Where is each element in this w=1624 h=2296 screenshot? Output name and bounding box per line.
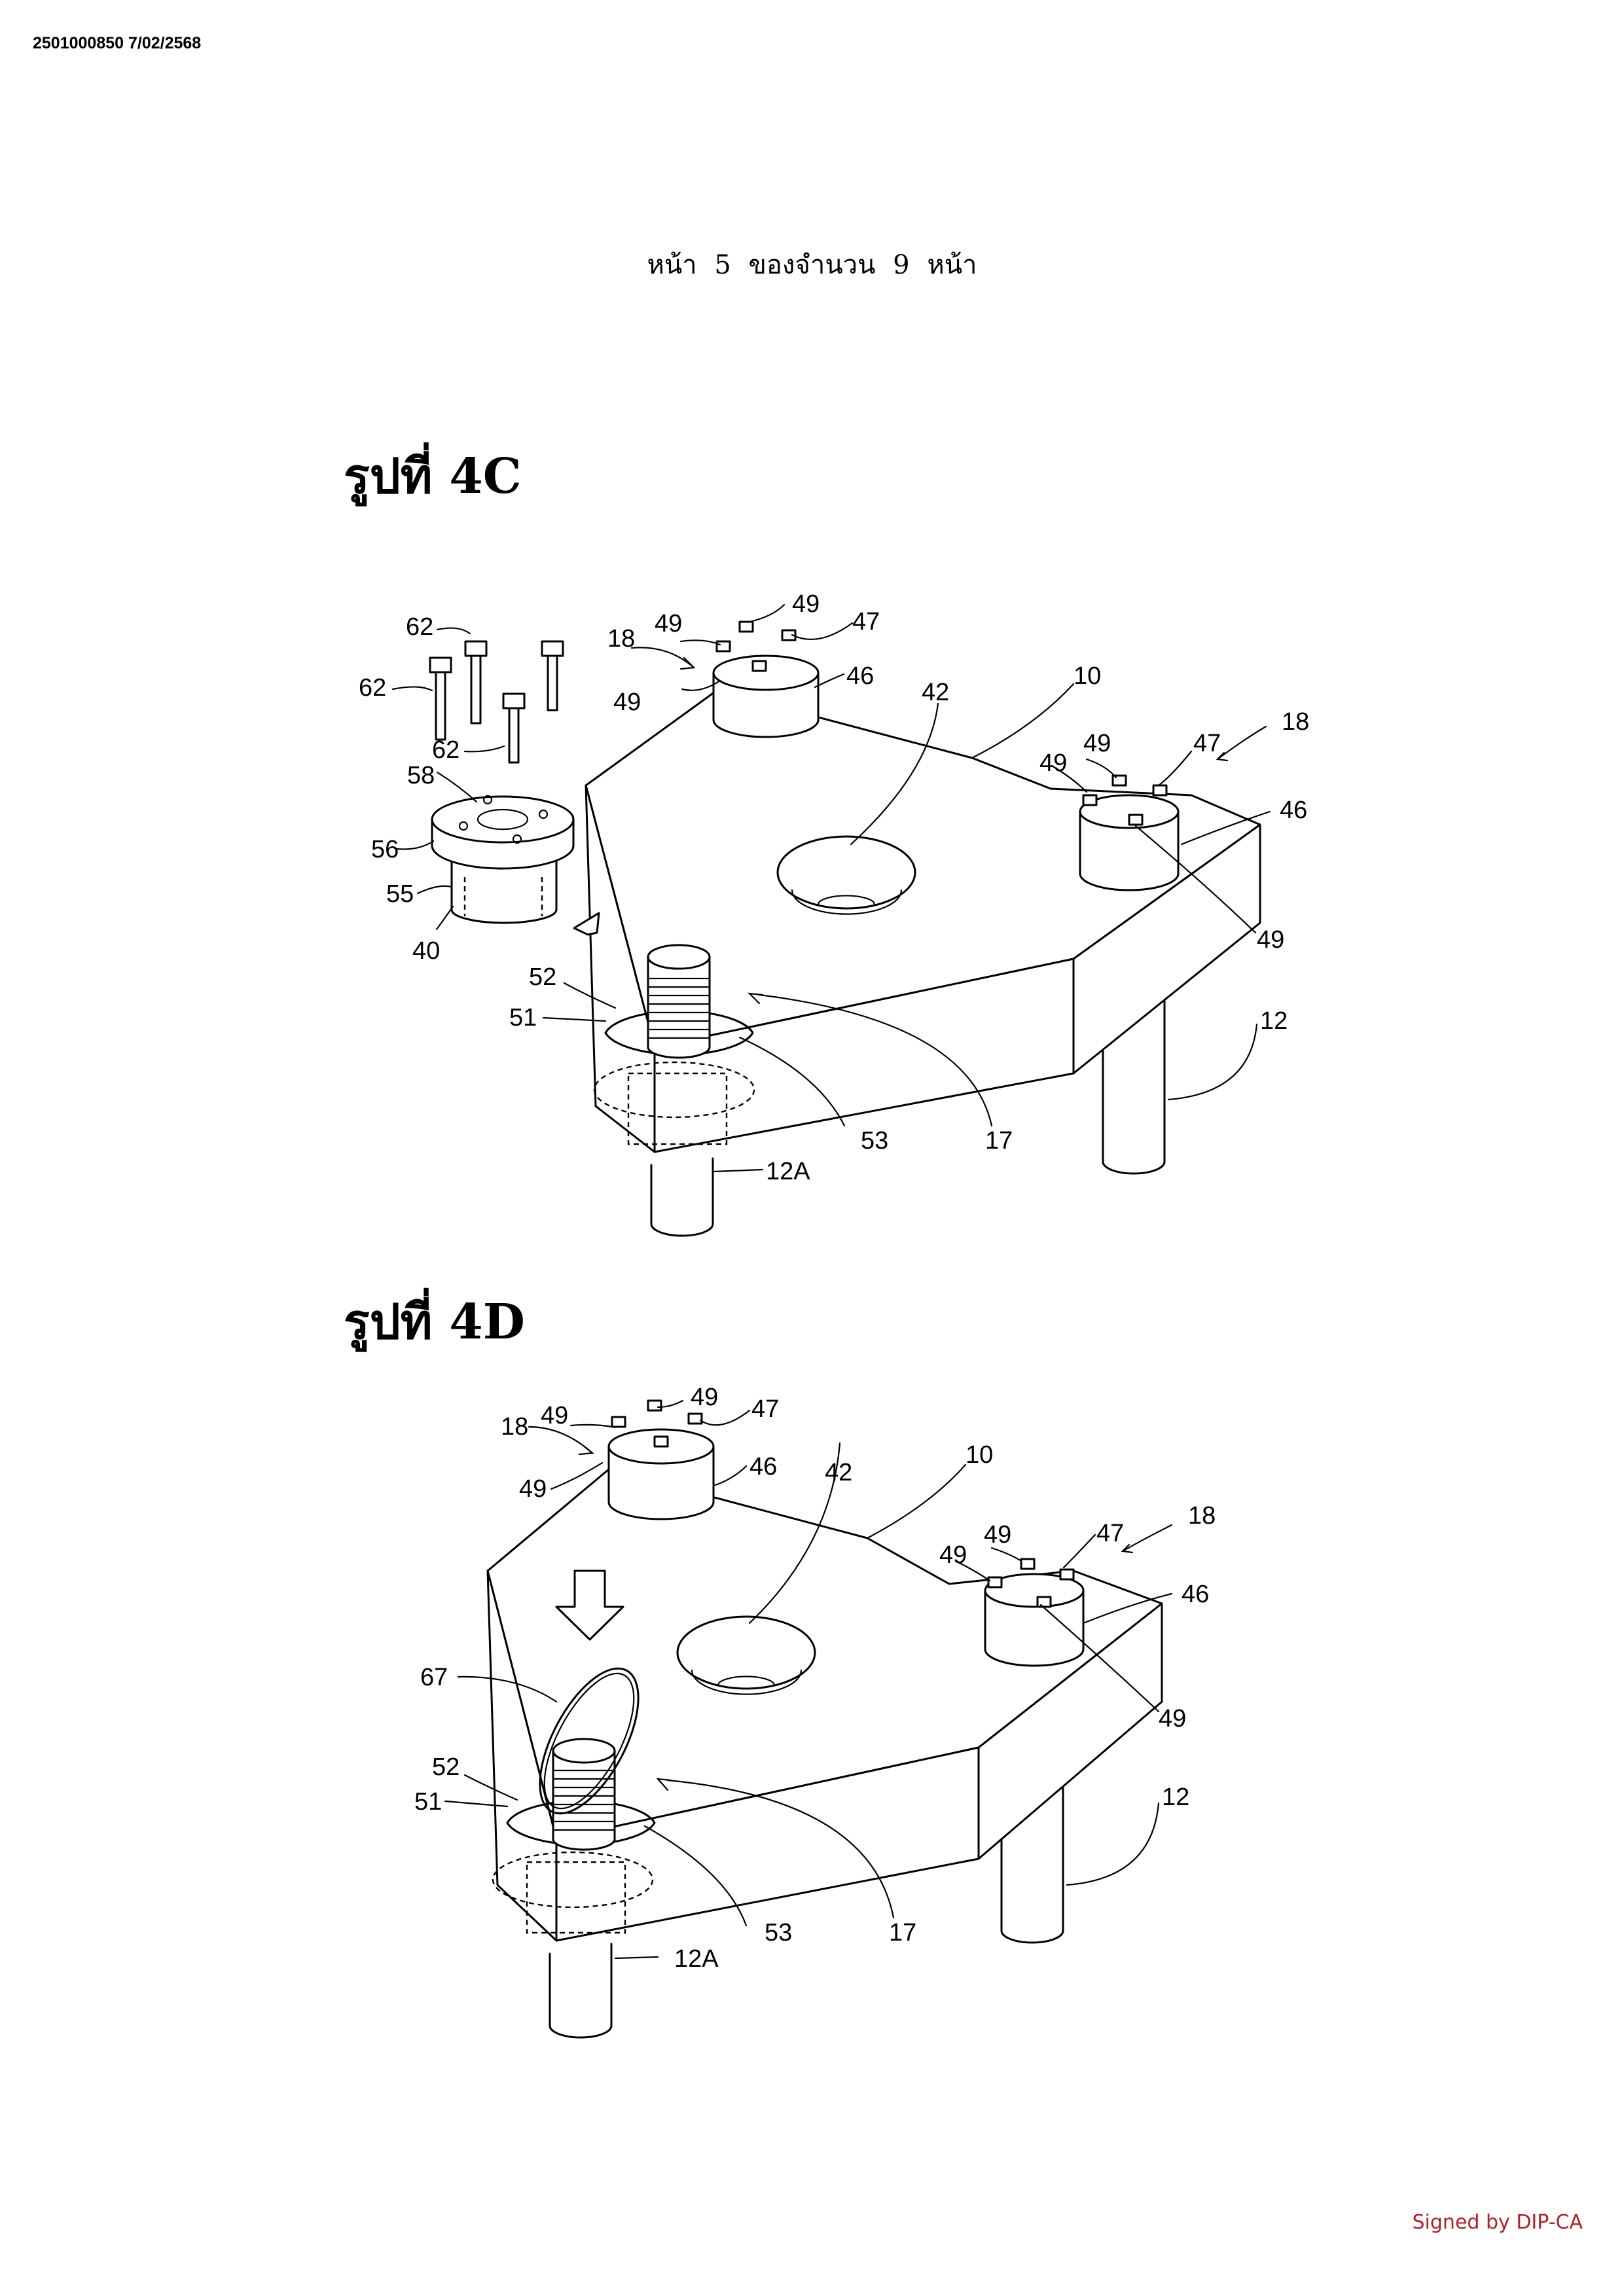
label-10: 10 xyxy=(1074,662,1101,690)
document-id-stamp: 2501000850 7/02/2568 xyxy=(33,34,201,53)
label-49-a: 49 xyxy=(655,610,682,637)
label-53: 53 xyxy=(861,1127,888,1155)
label-42: 42 xyxy=(825,1459,852,1486)
label-62-bottom: 62 xyxy=(432,736,460,764)
clamp-post-18-right xyxy=(985,1559,1083,1666)
label-46-right: 46 xyxy=(1182,1581,1209,1608)
label-17: 17 xyxy=(889,1919,916,1946)
label-49-b: 49 xyxy=(792,590,820,618)
bushing-40 xyxy=(432,796,573,923)
label-49-e: 49 xyxy=(1039,749,1067,777)
clamp-post-18-left xyxy=(609,1401,713,1519)
label-52: 52 xyxy=(529,963,556,991)
label-42: 42 xyxy=(922,679,949,706)
label-40: 40 xyxy=(412,937,440,965)
plate-10 xyxy=(488,1469,1162,1941)
label-49-b: 49 xyxy=(691,1384,718,1411)
label-49-d: 49 xyxy=(984,1521,1011,1549)
label-10: 10 xyxy=(965,1441,993,1469)
figure-4d-drawing: 18 49 49 49 47 46 42 10 67 52 51 53 17 1… xyxy=(0,1361,1624,2081)
label-49-d: 49 xyxy=(1083,730,1111,757)
label-46-left: 46 xyxy=(846,662,874,690)
label-53: 53 xyxy=(765,1919,792,1946)
label-55: 55 xyxy=(386,880,414,908)
label-18-right: 18 xyxy=(1188,1502,1216,1530)
label-46-left: 46 xyxy=(749,1453,777,1480)
support-leg-12a xyxy=(550,1944,611,2037)
support-leg-12a xyxy=(651,1158,713,1236)
label-12: 12 xyxy=(1260,1007,1288,1035)
label-49-a: 49 xyxy=(541,1402,568,1429)
label-51: 51 xyxy=(414,1788,442,1816)
label-47-right: 47 xyxy=(1096,1520,1124,1547)
label-47-right: 47 xyxy=(1193,730,1221,757)
label-62-top: 62 xyxy=(406,613,433,641)
label-46-right: 46 xyxy=(1280,797,1307,824)
label-17: 17 xyxy=(985,1127,1013,1155)
label-62-left: 62 xyxy=(359,674,386,702)
label-58: 58 xyxy=(407,762,435,789)
label-49-c: 49 xyxy=(519,1475,547,1503)
figure-4c-title: รูปที่ 4C xyxy=(344,437,522,514)
label-47-left: 47 xyxy=(751,1395,779,1423)
label-49-e: 49 xyxy=(939,1541,967,1569)
label-49-f: 49 xyxy=(1257,926,1284,954)
label-12a: 12A xyxy=(674,1945,719,1973)
label-47-left: 47 xyxy=(852,608,880,636)
figure-4c-drawing: 62 62 62 58 56 55 40 52 51 53 17 12A 12 … xyxy=(0,576,1624,1296)
insertion-arrow xyxy=(574,913,599,935)
plate-10 xyxy=(586,691,1260,1152)
label-51: 51 xyxy=(509,1004,537,1031)
label-49-f: 49 xyxy=(1159,1705,1186,1732)
label-18-left: 18 xyxy=(607,625,635,653)
label-56: 56 xyxy=(371,836,399,863)
label-18-right: 18 xyxy=(1282,708,1309,736)
digital-signature: Signed by DIP-CA xyxy=(1413,2211,1583,2234)
label-12: 12 xyxy=(1162,1784,1189,1811)
label-18-left: 18 xyxy=(501,1413,528,1441)
label-12a: 12A xyxy=(766,1158,810,1185)
figure-4d-title: รูปที่ 4D xyxy=(344,1283,525,1360)
label-67: 67 xyxy=(420,1664,448,1691)
label-49-c: 49 xyxy=(613,689,641,716)
label-52: 52 xyxy=(432,1753,460,1781)
page-indicator: หน้า 5 ของจำนวน 9 หน้า xyxy=(0,243,1624,285)
